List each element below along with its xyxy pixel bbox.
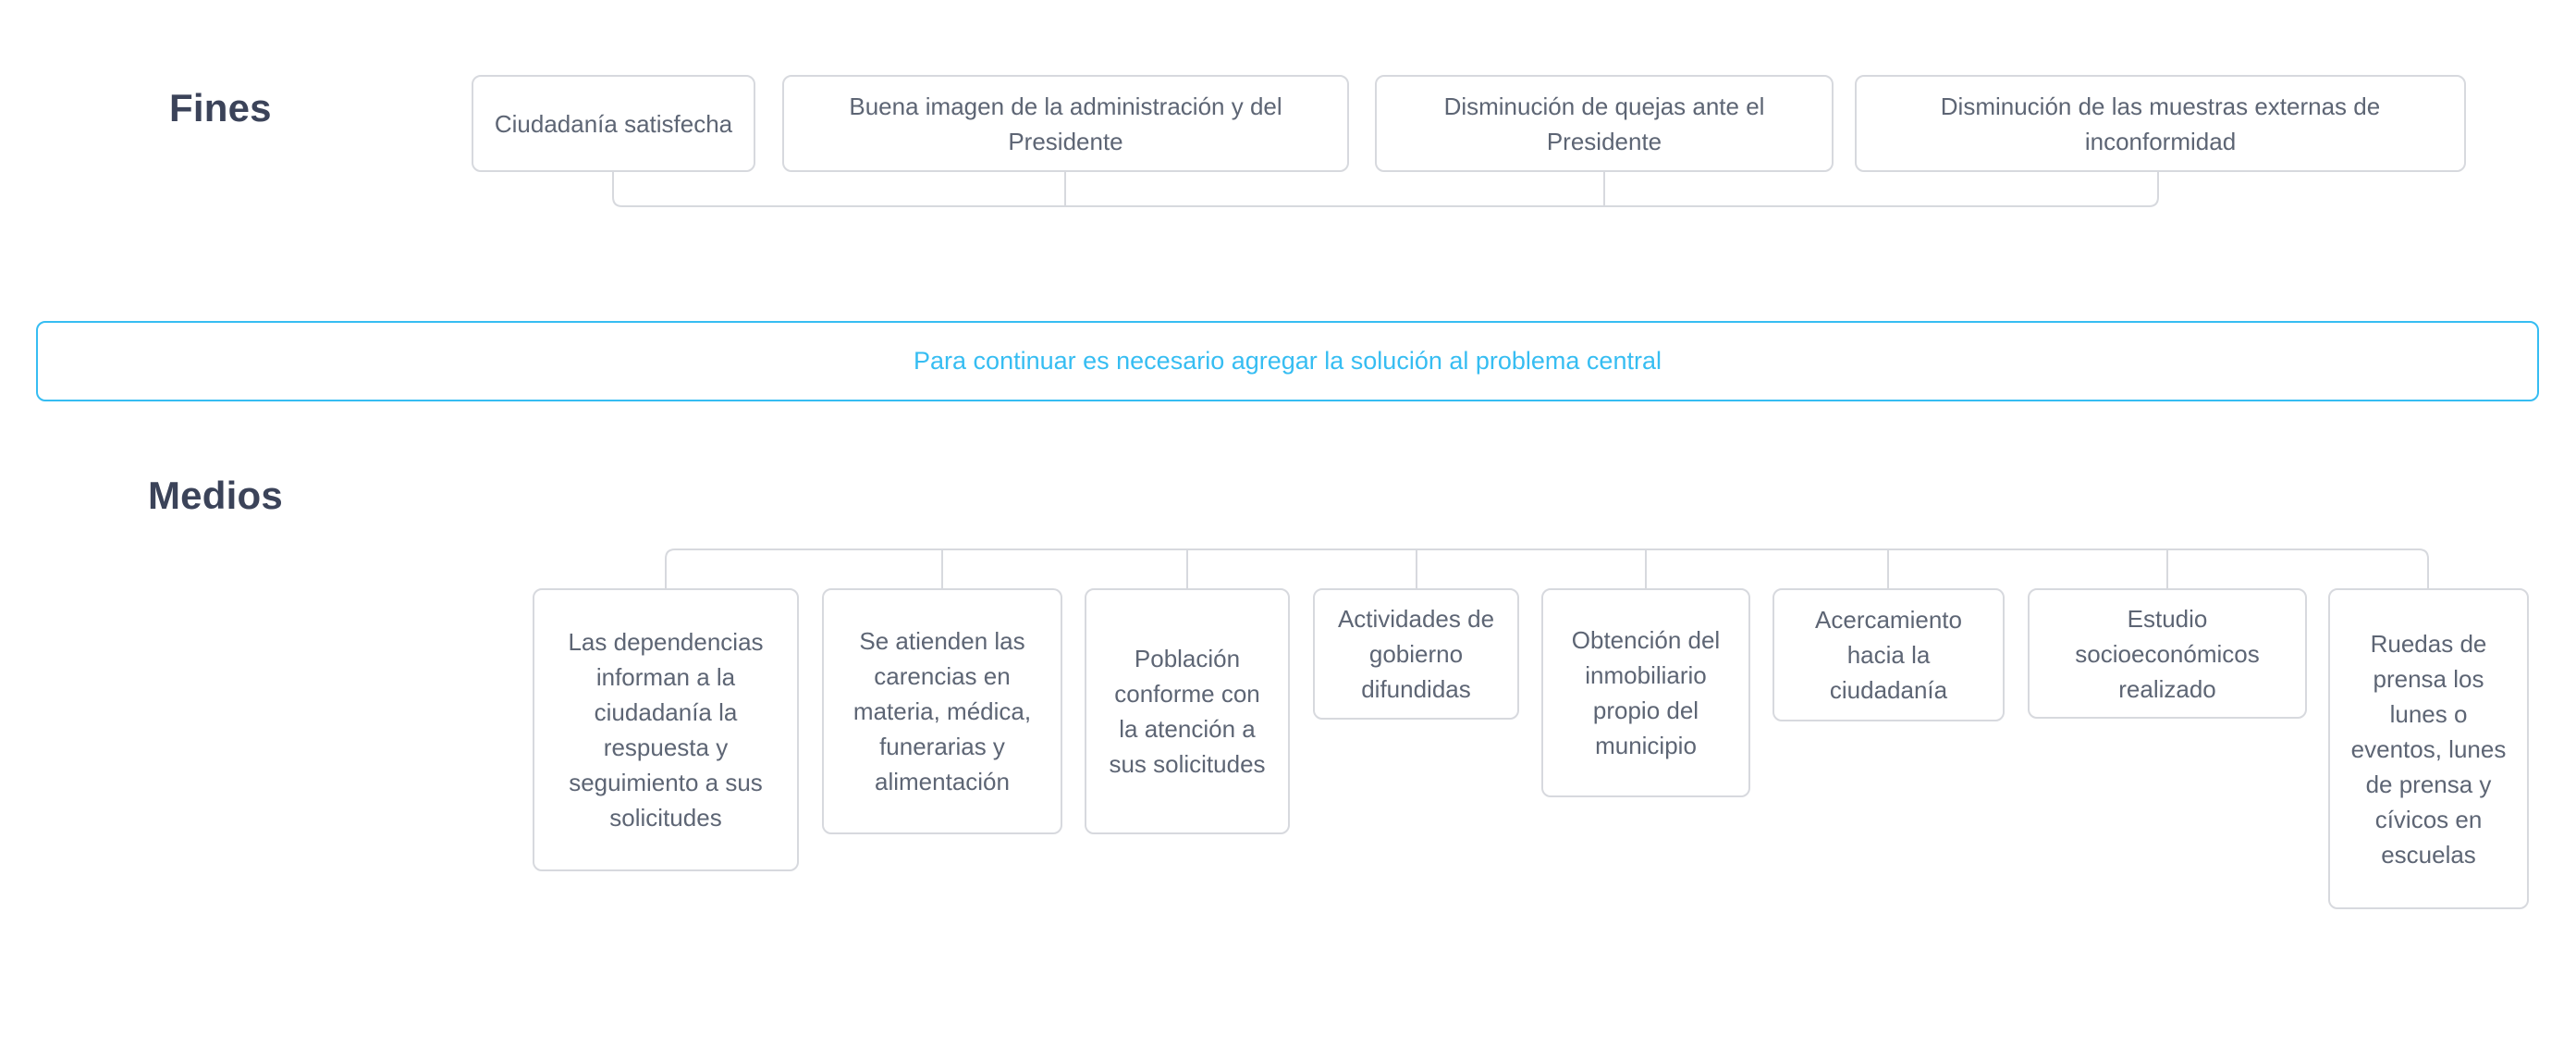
medios-node[interactable]: Ruedas de prensa los lunes o eventos, lu… [2328, 588, 2529, 909]
fines-node-label: Disminución de las muestras externas de … [1940, 92, 2381, 155]
fines-node[interactable]: Disminución de las muestras externas de … [1855, 75, 2466, 172]
medios-node[interactable]: Actividades de gobierno difundidas [1313, 588, 1519, 720]
medios-node[interactable]: Estudio socioeconómicos realizado [2028, 588, 2307, 719]
medios-node[interactable]: Las dependencias informan a la ciudadaní… [533, 588, 799, 871]
continue-requirement-alert: Para continuar es necesario agregar la s… [36, 321, 2539, 401]
fines-node[interactable]: Disminución de quejas ante el Presidente [1375, 75, 1834, 172]
medios-node[interactable]: Acercamiento hacia la ciudadanía [1773, 588, 2005, 721]
fines-node-label: Disminución de quejas ante el Presidente [1443, 92, 1765, 155]
alert-message: Para continuar es necesario agregar la s… [914, 347, 1662, 375]
medios-node[interactable]: Población conforme con la atención a sus… [1085, 588, 1290, 834]
fines-node[interactable]: Ciudadanía satisfecha [472, 75, 755, 172]
fines-node-label: Buena imagen de la administración y del … [849, 92, 1282, 155]
medios-node-label: Estudio socioeconómicos realizado [2075, 604, 2260, 703]
fines-node[interactable]: Buena imagen de la administración y del … [782, 75, 1349, 172]
medios-node-label: Acercamiento hacia la ciudadanía [1815, 606, 1962, 704]
medios-node-label: Actividades de gobierno difundidas [1337, 605, 1495, 703]
medios-node[interactable]: Obtención del inmobiliario propio del mu… [1541, 588, 1750, 797]
medios-section-heading: Medios [148, 474, 283, 517]
medios-node-label: Se atienden las carencias en materia, mé… [853, 627, 1032, 795]
medios-node-label: Población conforme con la atención a sus… [1109, 645, 1266, 778]
medios-node-label: Ruedas de prensa los lunes o eventos, lu… [2350, 629, 2507, 869]
fines-node-label: Ciudadanía satisfecha [494, 109, 733, 138]
medios-node-label: Obtención del inmobiliario propio del mu… [1571, 626, 1721, 759]
fines-section-heading: Fines [169, 86, 272, 129]
medios-node[interactable]: Se atienden las carencias en materia, mé… [822, 588, 1062, 834]
medios-node-label: Las dependencias informan a la ciudadaní… [568, 628, 764, 832]
